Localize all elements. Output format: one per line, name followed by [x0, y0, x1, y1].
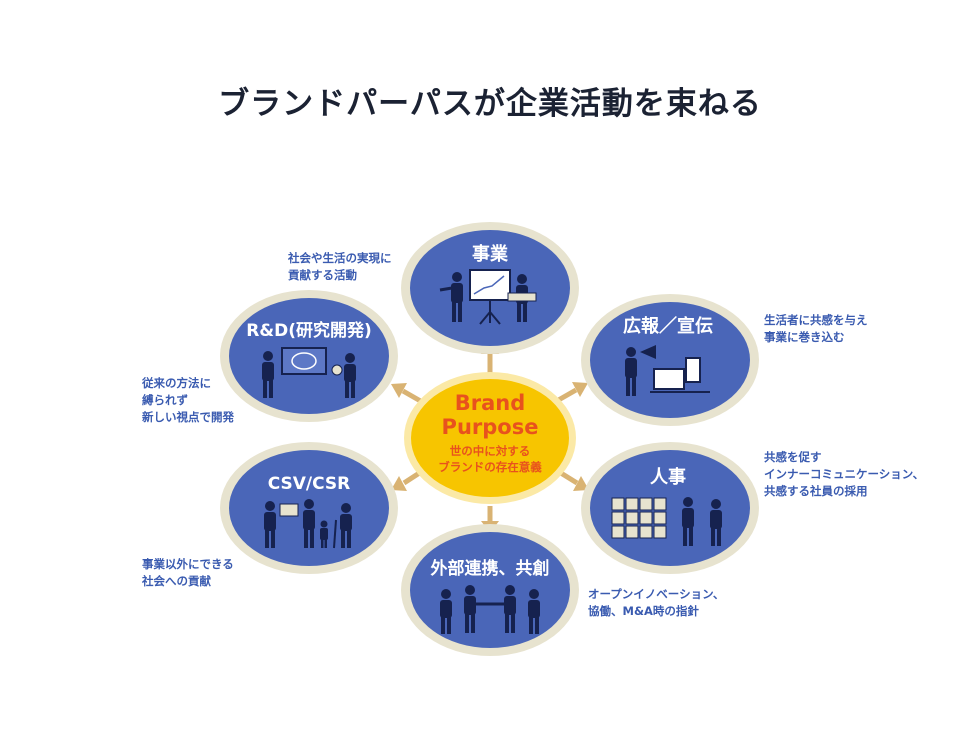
family-care-icon — [264, 499, 352, 549]
arrow-to-rd — [391, 383, 426, 406]
page-title: ブランドパーパスが企業活動を束ねる — [218, 86, 762, 122]
node-hr-label: 人事 — [650, 466, 686, 488]
node-pr-label: 広報／宣伝 — [623, 315, 713, 337]
center-subtitle-line1: 世の中に対する — [450, 444, 531, 458]
presentation-icon — [439, 269, 537, 325]
node-pr: 広報／宣伝 — [581, 294, 759, 426]
node-external: 外部連携、共創 — [401, 524, 579, 656]
node-hr: 人事 — [581, 442, 759, 574]
node-csv-label: CSV/CSR — [268, 474, 351, 494]
arrow-to-pr — [553, 382, 588, 405]
note-hr: 共感を促す インナーコミュニケーション、 共感する社員の採用 — [764, 450, 925, 498]
note-rd: 従来の方法に 縛られず 新しい視点で開発 — [142, 376, 234, 424]
center-title-line1: Brand — [455, 391, 526, 415]
megaphone-monitor-icon — [625, 345, 710, 396]
node-business: 事業 — [401, 222, 579, 354]
team-grid-icon — [611, 497, 722, 546]
note-pr: 生活者に共感を与え 事業に巻き込む — [764, 313, 868, 344]
center-subtitle-line2: ブランドの存在意義 — [438, 460, 542, 474]
node-csv: CSV/CSR — [220, 442, 398, 574]
handshake-group-icon — [440, 585, 540, 634]
center-title-line2: Purpose — [442, 415, 539, 439]
node-business-label: 事業 — [472, 243, 509, 265]
note-external: オープンイノベーション、 協働、M&A時の指針 — [588, 587, 725, 618]
center-brand-purpose: Brand Purpose 世の中に対する ブランドの存在意義 — [404, 372, 576, 504]
node-rd-label: R&D(研究開発) — [246, 320, 372, 341]
ai-brain-icon — [262, 347, 356, 398]
note-business: 社会や生活の実現に 貢献する活動 — [288, 251, 392, 282]
node-rd: R&D(研究開発) — [220, 290, 398, 422]
node-external-label: 外部連携、共創 — [431, 558, 550, 579]
note-csv: 事業以外にできる 社会への貢献 — [142, 557, 234, 588]
